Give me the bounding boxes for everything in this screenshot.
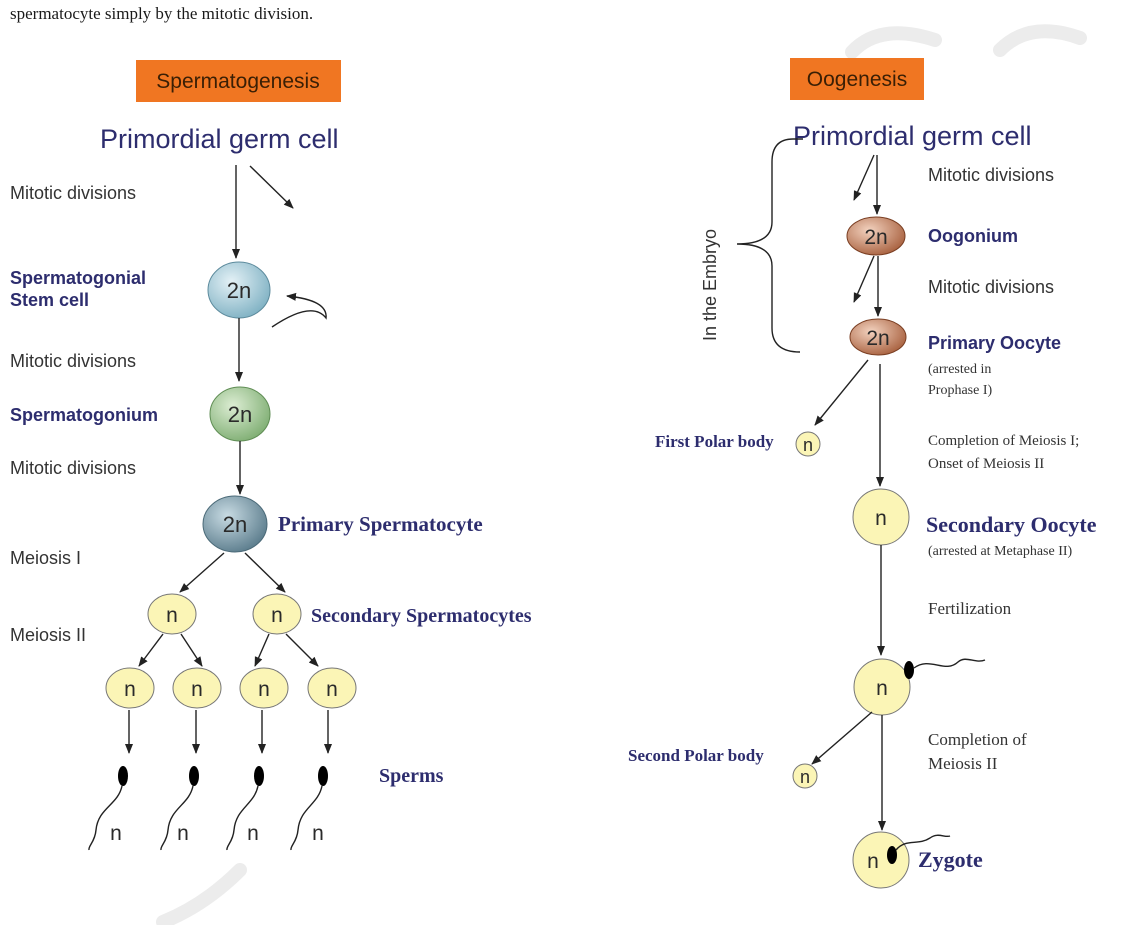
arrow bbox=[180, 633, 203, 667]
cell-ploidy-label: 2n bbox=[866, 327, 889, 350]
watermark-arc bbox=[156, 863, 247, 925]
secondary-spermatocyte-cell bbox=[252, 593, 302, 635]
arrested-metaphase-label: (arrested at Metaphase II) bbox=[928, 544, 1073, 559]
cell-ploidy-label: n bbox=[803, 435, 813, 455]
sperm-head bbox=[254, 766, 264, 786]
stem-cell-label: Spermatogonial bbox=[10, 268, 146, 288]
mitotic-divisions-label: Mitotic divisions bbox=[928, 277, 1054, 297]
cell-ploidy-label: n bbox=[166, 604, 178, 627]
cell-ploidy-label: n bbox=[800, 767, 810, 787]
secondary-oocyte-label: Secondary Oocyte bbox=[926, 512, 1097, 537]
sperm-tail bbox=[290, 785, 323, 851]
meiosis-i-label: Meiosis I bbox=[10, 548, 81, 568]
cell-ploidy-label: 2n bbox=[228, 402, 252, 427]
sperm-tail bbox=[226, 785, 259, 851]
sperm-ploidy-label: n bbox=[247, 822, 259, 845]
mitotic-divisions-label: Mitotic divisions bbox=[10, 183, 136, 203]
spermatid-cell bbox=[239, 667, 289, 709]
arrested-prophase-label: Prophase I) bbox=[928, 383, 992, 398]
zygote-cell bbox=[852, 831, 910, 889]
watermark-arc bbox=[993, 24, 1087, 57]
arrow bbox=[853, 255, 875, 303]
meiosis-completion-label: Completion of Meiosis I; bbox=[928, 433, 1079, 449]
sperm-ploidy-label: n bbox=[177, 822, 189, 845]
oogonium-cell bbox=[846, 216, 906, 256]
sperm-tail bbox=[88, 785, 123, 851]
arrow bbox=[179, 552, 225, 593]
sperm-head bbox=[118, 766, 128, 786]
primordial-germ-cell-label: Primordial germ cell bbox=[793, 121, 1032, 151]
arrow bbox=[254, 633, 270, 667]
spermatid-cell bbox=[172, 667, 222, 709]
secondary-spermatocyte-cell bbox=[147, 593, 197, 635]
arrested-prophase-label: (arrested in bbox=[928, 362, 991, 377]
primary-oocyte-label: Primary Oocyte bbox=[928, 333, 1061, 353]
sperms-label: Sperms bbox=[379, 765, 444, 787]
zygote-label: Zygote bbox=[918, 847, 983, 872]
sperm-tail bbox=[895, 834, 951, 851]
sperm-head bbox=[887, 846, 897, 864]
self-renewal-arrow bbox=[271, 292, 327, 328]
mitotic-divisions-label: Mitotic divisions bbox=[928, 165, 1054, 185]
sperm-head bbox=[904, 661, 914, 679]
arrow bbox=[138, 633, 164, 667]
oogonium-label: Oogonium bbox=[928, 226, 1018, 246]
cell-ploidy-label: n bbox=[124, 678, 136, 701]
cell-ploidy-label: 2n bbox=[223, 512, 247, 537]
fertilization-label: Fertilization bbox=[928, 599, 1012, 618]
embryo-bracket bbox=[736, 138, 803, 353]
watermark-arc bbox=[845, 26, 942, 59]
sperm-head bbox=[189, 766, 199, 786]
first-polar-body-label: First Polar body bbox=[655, 432, 774, 451]
cell-ploidy-label: n bbox=[191, 678, 203, 701]
primordial-germ-cell-label: Primordial germ cell bbox=[100, 124, 339, 154]
sperm-tail bbox=[913, 658, 986, 669]
arrow bbox=[814, 359, 869, 426]
sperm-tail bbox=[160, 785, 194, 851]
spermatogenesis-panel: Spermatogenesis Primordial germ cell Mit… bbox=[10, 60, 532, 851]
cell-ploidy-label: n bbox=[258, 678, 270, 701]
cell-ploidy-label: n bbox=[867, 850, 879, 873]
mitotic-divisions-label: Mitotic divisions bbox=[10, 351, 136, 371]
meiosis-completion-label: Onset of Meiosis II bbox=[928, 456, 1044, 472]
spermatid-cell bbox=[105, 667, 155, 709]
cell-ploidy-label: n bbox=[326, 678, 338, 701]
spermatogenesis-title-box bbox=[136, 60, 341, 102]
cell-ploidy-label: n bbox=[876, 677, 888, 700]
sperm-head bbox=[318, 766, 328, 786]
cell-ploidy-label: n bbox=[875, 507, 887, 530]
secondary-spermatocytes-label: Secondary Spermatocytes bbox=[311, 605, 532, 627]
stem-cell-label: Stem cell bbox=[10, 290, 89, 310]
sperm-ploidy-label: n bbox=[312, 822, 324, 845]
first-polar-body-cell bbox=[795, 431, 821, 457]
primary-oocyte-cell bbox=[849, 318, 907, 356]
oogenesis-title-box bbox=[790, 58, 924, 100]
second-polar-body-label: Second Polar body bbox=[628, 746, 764, 765]
arrow bbox=[244, 552, 286, 593]
arrow bbox=[853, 154, 875, 201]
cell-ploidy-label: 2n bbox=[864, 226, 887, 249]
caption-text: spermatocyte simply by the mitotic divis… bbox=[10, 4, 313, 23]
in-the-embryo-label: In the Embryo bbox=[700, 229, 720, 341]
spermatogenesis-title: Spermatogenesis bbox=[156, 70, 319, 93]
oogenesis-panel: Oogenesis Primordial germ cell In the Em… bbox=[628, 58, 1097, 889]
arrow bbox=[811, 711, 873, 765]
meiosis-ii-label: Meiosis II bbox=[10, 625, 86, 645]
primary-spermatocyte-cell bbox=[202, 495, 268, 553]
mitotic-divisions-label: Mitotic divisions bbox=[10, 458, 136, 478]
sperm-ploidy-label: n bbox=[110, 822, 122, 845]
cell-ploidy-label: n bbox=[271, 604, 283, 627]
arrow bbox=[249, 165, 294, 209]
arrow bbox=[285, 633, 319, 667]
second-polar-body-cell bbox=[792, 763, 818, 789]
spermatid-cell bbox=[307, 667, 357, 709]
spermatogonium-label: Spermatogonium bbox=[10, 405, 158, 425]
cell-ploidy-label: 2n bbox=[227, 278, 251, 303]
completion-meiosis-ii-label: Completion of bbox=[928, 730, 1027, 749]
oogenesis-title: Oogenesis bbox=[807, 68, 907, 91]
completion-meiosis-ii-label: Meiosis II bbox=[928, 754, 998, 773]
primary-spermatocyte-label: Primary Spermatocyte bbox=[278, 512, 483, 536]
